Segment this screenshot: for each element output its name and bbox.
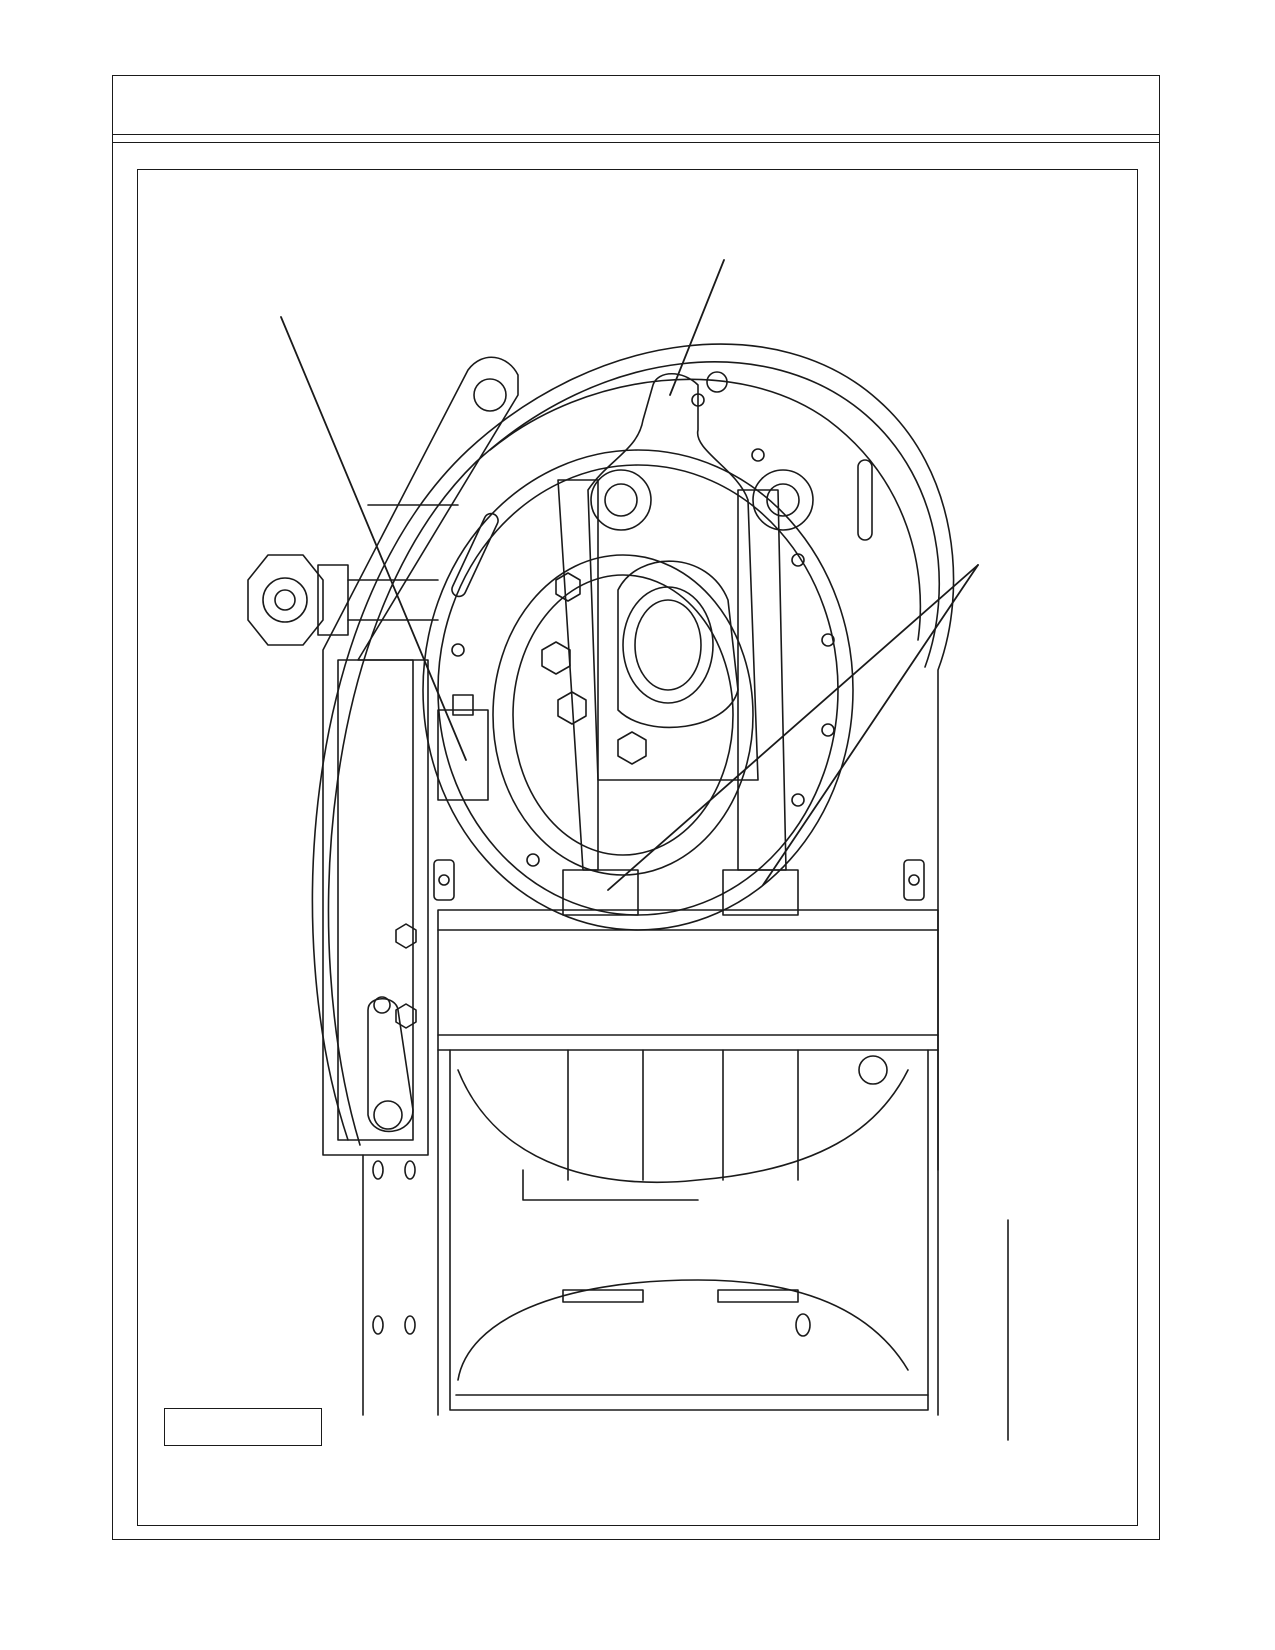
leader-line-right-b — [762, 564, 979, 886]
figure-box — [137, 169, 1138, 1526]
upper-pins — [590, 371, 814, 531]
figure-label-box — [164, 1408, 322, 1446]
leader-line-left — [280, 316, 467, 761]
leader-line-top — [669, 259, 725, 396]
disc-holes — [451, 393, 873, 867]
top-bracket — [587, 372, 759, 781]
side-clips — [433, 859, 925, 901]
hub — [617, 560, 739, 729]
lower-frame — [362, 1049, 939, 1416]
rotor-disc — [422, 449, 854, 931]
header-band — [113, 76, 1159, 135]
header-rule — [113, 142, 1159, 143]
leader-line-right-a — [607, 564, 979, 891]
leader-lines — [280, 259, 979, 891]
mechanical-drawing — [247, 259, 1009, 1441]
drum-outer — [311, 343, 955, 1171]
left-nut — [247, 554, 439, 646]
left-arm — [322, 356, 519, 1156]
lower-frame-holes — [372, 1160, 416, 1335]
left-bracket-hardware — [367, 694, 489, 1133]
cross-beam — [437, 909, 939, 1051]
page-frame — [112, 75, 1160, 1540]
